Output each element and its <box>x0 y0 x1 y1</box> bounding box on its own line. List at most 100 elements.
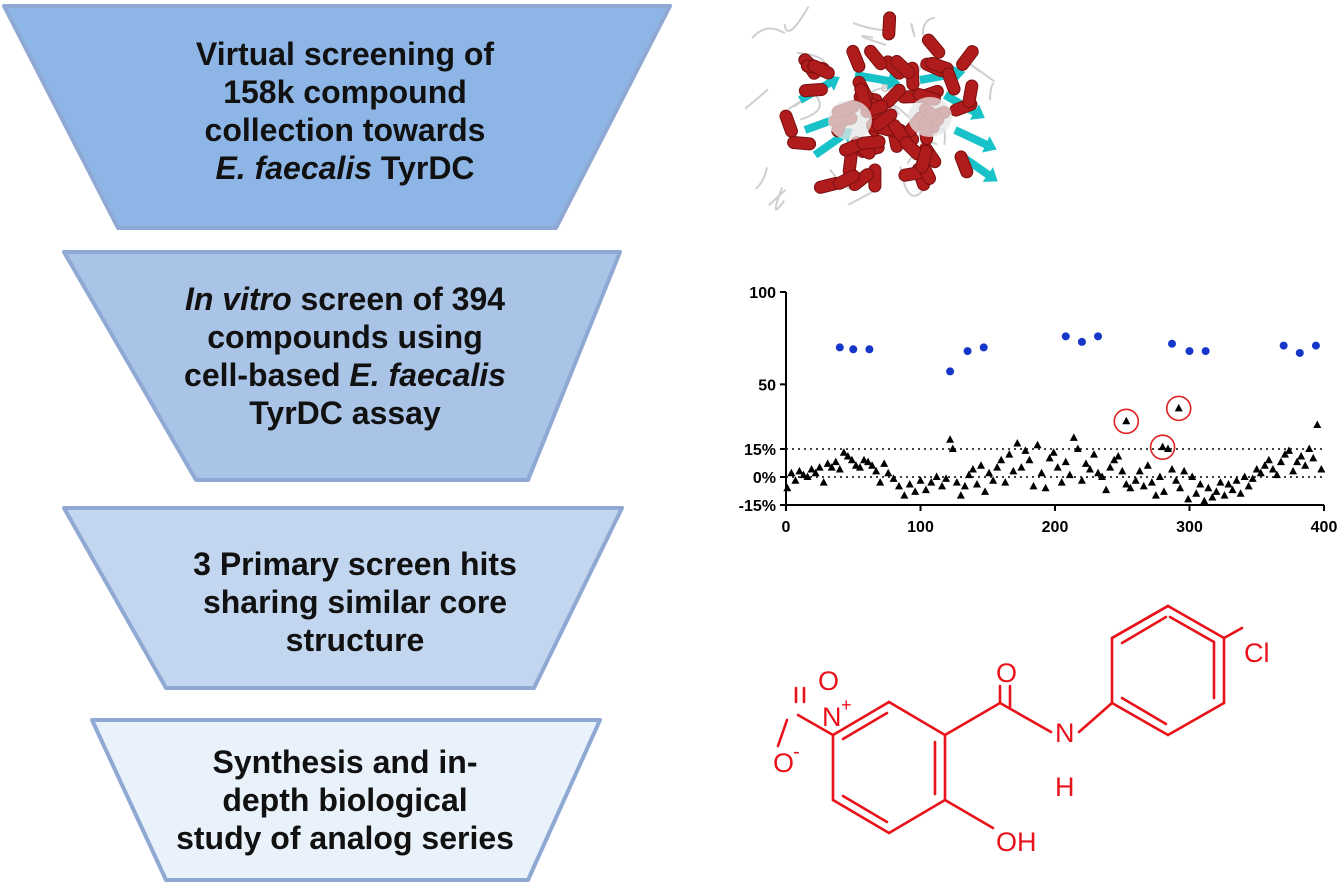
compound-point <box>1057 478 1066 486</box>
compound-point <box>993 463 1002 471</box>
stage-1-line-2: 158k compound <box>140 73 550 111</box>
alpha-helix <box>956 45 979 71</box>
compound-point <box>985 468 994 477</box>
c-cl-bond <box>1222 626 1244 640</box>
compound-point <box>1118 466 1127 475</box>
atom-o-nitro-top: O <box>818 666 839 696</box>
compound-point <box>1025 455 1034 464</box>
atom-n-amide: N <box>1055 718 1075 748</box>
compound-point <box>1192 489 1201 497</box>
ring-b-double-bond <box>1168 615 1216 644</box>
compound-point <box>1188 472 1197 480</box>
compound-point <box>942 474 951 482</box>
screening-funnel <box>2 4 672 882</box>
y-tick-label: 100 <box>749 285 776 302</box>
loop-strand <box>847 188 877 206</box>
compound-point <box>795 466 804 475</box>
control-point <box>1185 347 1194 356</box>
compound-point <box>956 491 965 499</box>
loop-strand <box>783 5 810 32</box>
compound-point <box>1110 455 1119 464</box>
text-segment: sharing similar core <box>202 584 508 620</box>
compound-point <box>1305 444 1314 452</box>
compound-point <box>831 457 840 466</box>
text-segment: TyrDC assay <box>249 395 441 431</box>
compound-point <box>1131 476 1140 484</box>
control-point <box>1168 339 1177 348</box>
text-segment: screen of 394 <box>291 281 506 317</box>
ring-b-double-bond <box>1120 615 1168 645</box>
compound-point <box>855 463 864 471</box>
control-point <box>1311 341 1320 350</box>
alpha-helix <box>954 150 974 179</box>
compound-point <box>851 461 860 469</box>
compound-point <box>815 463 824 471</box>
compound-point <box>819 478 828 486</box>
y-tick-label: 50 <box>758 377 776 394</box>
x-tick-label: 400 <box>1311 519 1338 536</box>
compound-point <box>977 461 986 469</box>
compound-point <box>989 476 998 484</box>
compound-point <box>1176 483 1185 492</box>
italic-text: E. faecalis <box>349 357 506 393</box>
compound-point <box>1135 466 1144 475</box>
compound-point <box>1053 463 1062 471</box>
compound-point <box>876 478 885 486</box>
compound-point <box>835 465 844 473</box>
compound-point <box>1180 466 1189 475</box>
compound-point <box>868 461 877 469</box>
text-segment: Synthesis and in- <box>212 744 478 780</box>
hit-compound-structure: Cl O N H O N + O - OH <box>773 604 1270 857</box>
compound-point <box>1073 444 1082 452</box>
compound-point <box>1029 481 1038 490</box>
compound-point <box>1256 468 1265 477</box>
stage-4-line-3: study of analog series <box>135 819 555 857</box>
compound-point <box>1272 470 1281 479</box>
compound-point <box>803 472 812 480</box>
compound-point <box>960 481 969 490</box>
compound-point <box>911 487 920 495</box>
funnel-stage-4-shape <box>90 718 602 882</box>
loop-strand <box>745 88 769 111</box>
control-point <box>1077 337 1086 346</box>
data-points <box>783 332 1326 505</box>
stage-1-line-1: Virtual screening of <box>140 35 550 73</box>
funnel-stage-3-shape <box>62 506 624 690</box>
control-point <box>946 367 955 376</box>
compound-point <box>1172 476 1181 484</box>
text-segment: collection towards <box>204 112 486 148</box>
compound-point <box>1204 483 1213 492</box>
text-segment: compounds using <box>207 319 483 355</box>
compound-point <box>921 485 930 494</box>
compound-point <box>880 459 889 467</box>
compound-point <box>1045 453 1054 462</box>
text-segment: 158k compound <box>223 74 467 110</box>
compound-point <box>1244 481 1253 490</box>
alpha-helix <box>798 83 828 98</box>
loop-strand <box>755 167 769 190</box>
hit-compound-point <box>1174 403 1183 412</box>
stage-1-line-4: E. faecalis TyrDC <box>140 149 550 187</box>
compound-point <box>894 481 903 490</box>
compound-point <box>927 478 936 486</box>
x-tick-label: 0 <box>782 519 791 536</box>
compound-point <box>1041 483 1050 492</box>
compound-point <box>1280 450 1289 458</box>
loop-strand <box>988 82 995 101</box>
alpha-helix <box>882 11 897 41</box>
beta-sheet-arrow <box>854 71 901 90</box>
x-tick-label: 300 <box>1176 519 1203 536</box>
stage-1-line-3: collection towards <box>140 111 550 149</box>
compound-point <box>946 435 955 443</box>
compound-point <box>1122 479 1131 488</box>
compound-point <box>1228 485 1237 494</box>
compound-point <box>1297 451 1306 460</box>
alpha-helix <box>890 55 915 79</box>
compound-point <box>884 468 893 477</box>
italic-text: In vitro <box>184 281 292 317</box>
compound-point <box>1301 461 1310 469</box>
